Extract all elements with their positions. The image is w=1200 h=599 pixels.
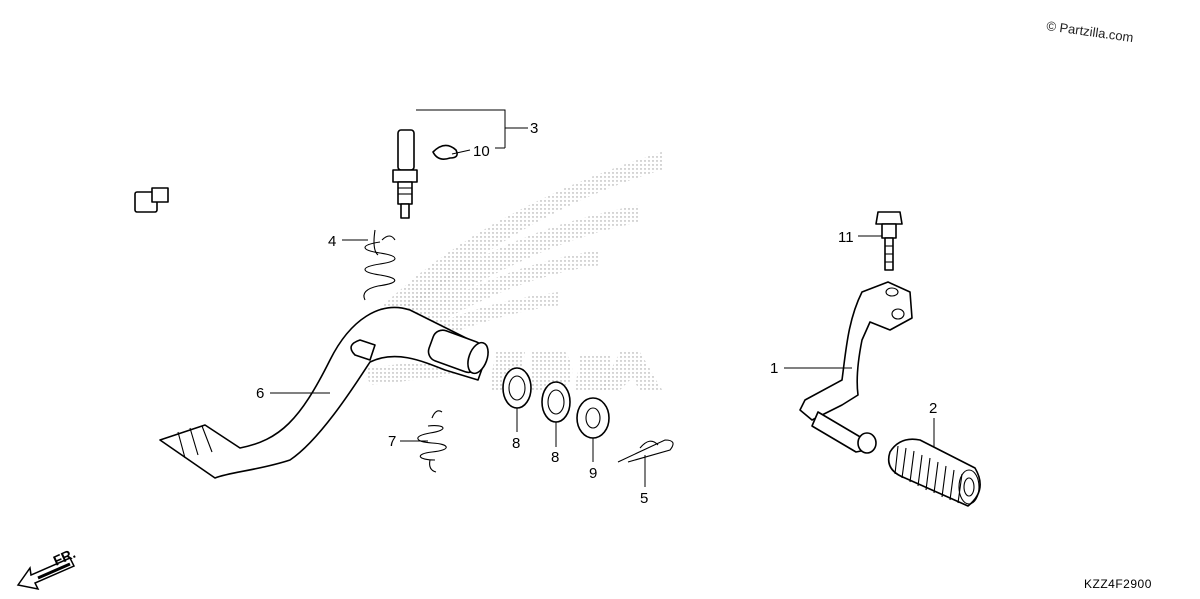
seal-part-a bbox=[502, 367, 532, 409]
wing-logo-icon bbox=[360, 152, 662, 390]
callout-4: 4 bbox=[328, 233, 336, 250]
clip-part bbox=[432, 144, 471, 160]
washer-part bbox=[576, 397, 610, 439]
spring-upper-part bbox=[363, 229, 396, 301]
leader-lines bbox=[270, 109, 935, 487]
spring-lower-part bbox=[417, 410, 447, 473]
callout-1: 1 bbox=[770, 360, 778, 377]
callout-7: 7 bbox=[388, 433, 396, 450]
callout-10: 10 bbox=[473, 143, 490, 160]
diagram-code: KZZ4F2900 bbox=[1084, 577, 1152, 591]
callout-8-b: 8 bbox=[551, 449, 559, 466]
callout-11: 11 bbox=[838, 229, 854, 246]
watermark-text: © Partzilla.com bbox=[1046, 18, 1135, 45]
callout-labels: 3 10 4 6 7 8 8 9 5 11 1 2 bbox=[256, 120, 937, 507]
callout-9: 9 bbox=[589, 465, 597, 482]
stop-switch-harness bbox=[134, 86, 418, 219]
seal-part-b bbox=[541, 381, 571, 423]
gearshift-arm-part bbox=[799, 281, 913, 454]
cotter-pin-part bbox=[617, 439, 674, 463]
bolt-part bbox=[875, 211, 903, 271]
callout-5: 5 bbox=[640, 490, 648, 507]
callout-6: 6 bbox=[256, 385, 264, 402]
arrow-front-icon: FR. bbox=[16, 545, 78, 591]
callout-8-a: 8 bbox=[512, 435, 520, 452]
callout-3: 3 bbox=[530, 120, 538, 137]
shift-rubber-part bbox=[887, 438, 981, 507]
callout-2: 2 bbox=[929, 400, 937, 417]
